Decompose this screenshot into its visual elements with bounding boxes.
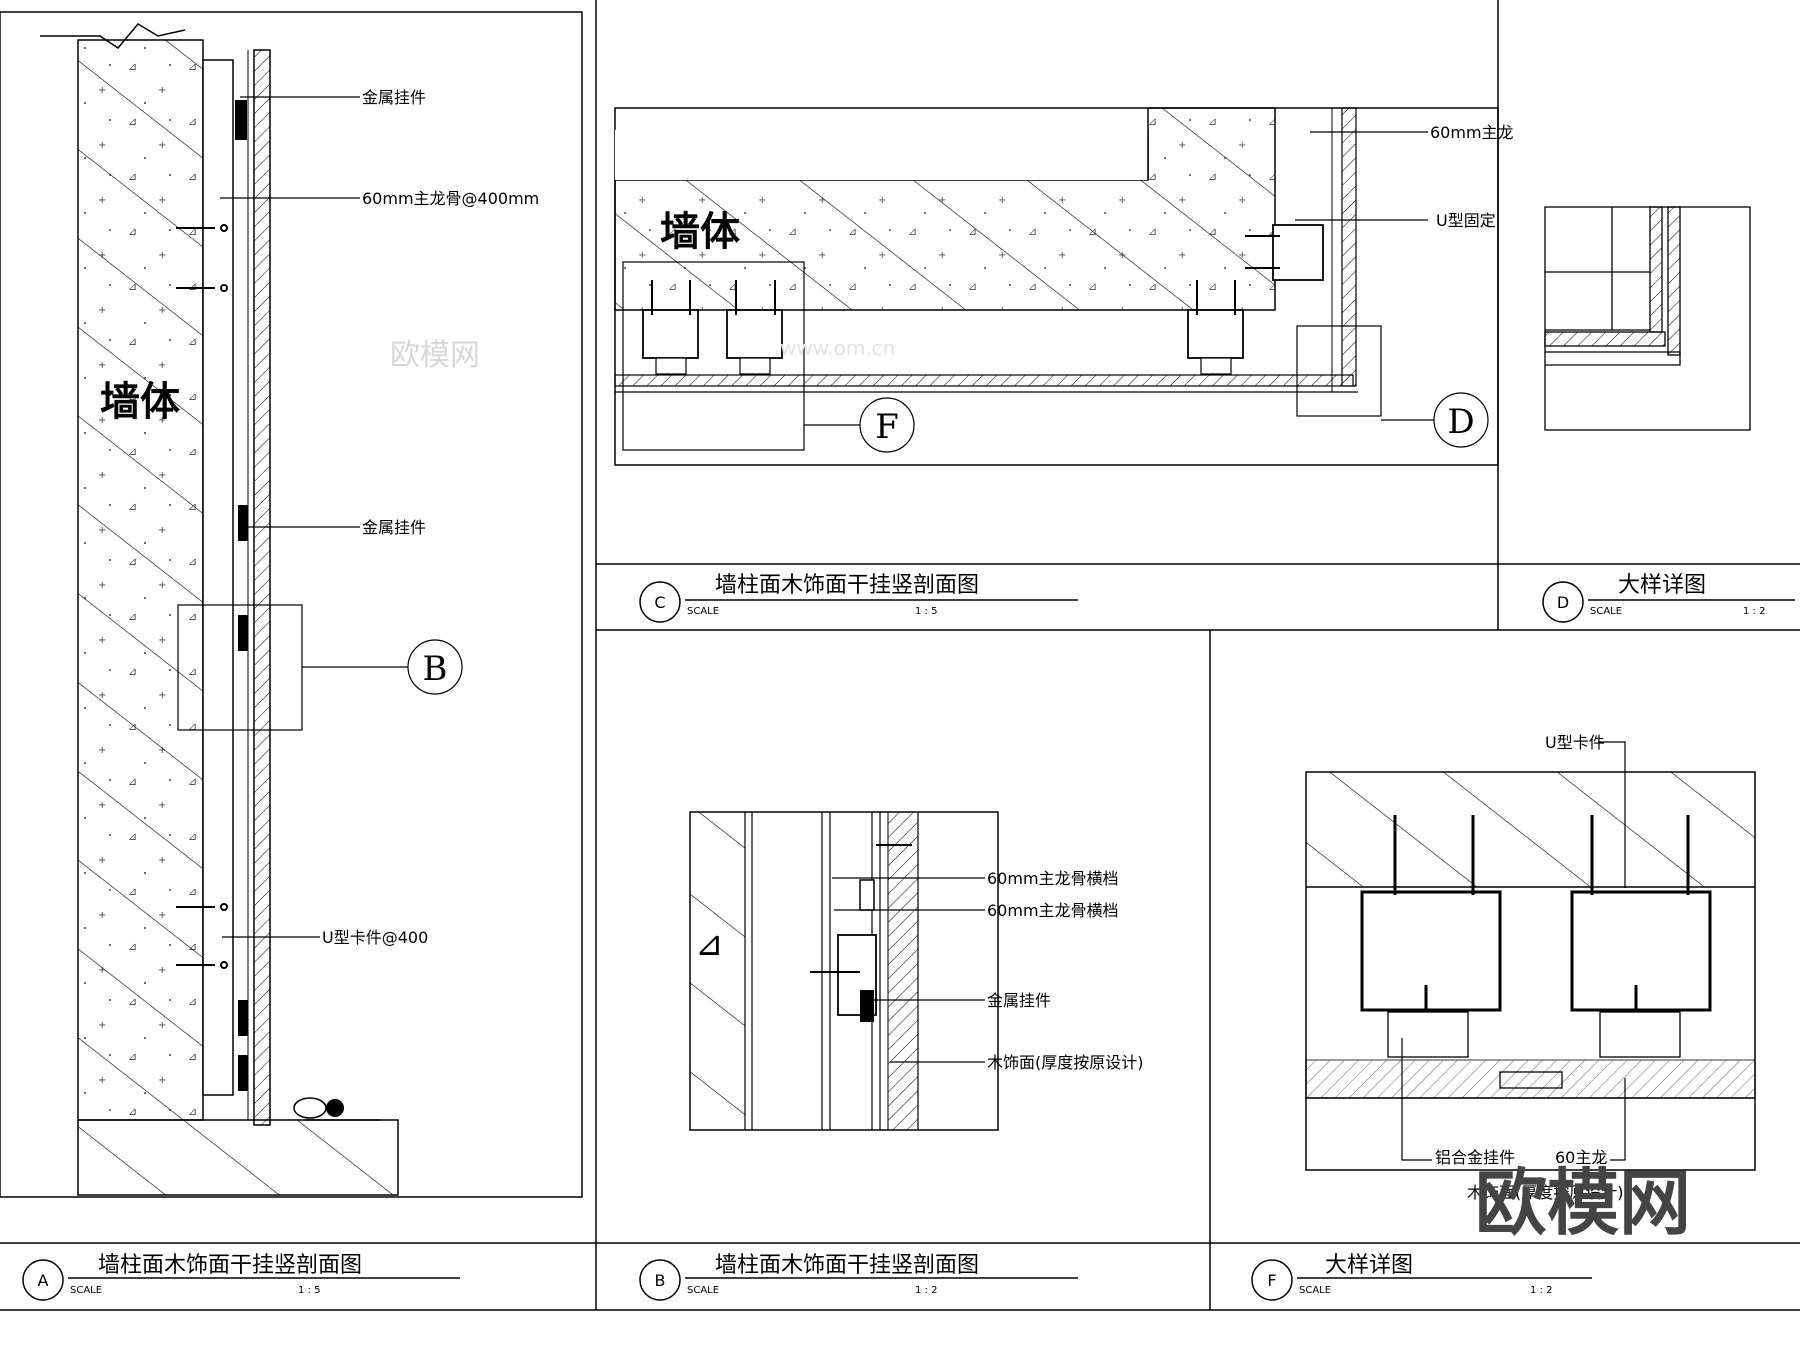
callout-f: F — [875, 407, 899, 447]
scale-word-d: SCALE — [1590, 606, 1622, 617]
metal-hangers-a — [235, 100, 248, 1091]
u-fix-label-c: U型固定 — [1436, 211, 1496, 230]
anchor-bolts-a — [176, 224, 228, 969]
floor-slab — [77, 1119, 399, 1196]
main-keel-label-a: 60mm主龙骨@400mm — [362, 189, 539, 208]
callout-b: B — [423, 649, 448, 689]
leaders-f — [1401, 741, 1626, 1161]
screws-c — [651, 235, 1280, 315]
title-block-a: A 墙柱面木饰面干挂竖剖面图 SCALE 1 : 5 — [22, 1253, 460, 1301]
brand-mark: 欧模网 — [1475, 1161, 1691, 1245]
keel-label-b1: 60mm主龙骨横档 — [987, 869, 1119, 888]
scale-word-b: SCALE — [687, 1285, 719, 1296]
scale-a: 1 : 5 — [298, 1285, 320, 1296]
wall-break-line — [40, 23, 186, 49]
keel-boxes-c — [642, 224, 1324, 359]
scale-b: 1 : 2 — [915, 1285, 937, 1296]
wall-concrete-b — [690, 812, 745, 1130]
title-letter-f: F — [1267, 1271, 1276, 1290]
title-block-c: C 墙柱面木饰面干挂竖剖面图 SCALE 1 : 5 — [639, 573, 1078, 623]
metal-hanger-label-mid: 金属挂件 — [362, 518, 426, 537]
title-letter-d: D — [1557, 593, 1569, 612]
wall-concrete-f — [1306, 772, 1755, 887]
wood-veneer-a — [253, 49, 271, 1126]
title-a: 墙柱面木饰面干挂竖剖面图 — [98, 1253, 362, 1278]
title-block-d: D 大样详图 SCALE 1 : 2 — [1542, 573, 1795, 623]
veneer-c — [614, 107, 1358, 393]
wall-label-c: 墙体 — [660, 209, 740, 255]
title-d: 大样详图 — [1618, 573, 1706, 598]
wood-label-b: 木饰面(厚度按原设计) — [987, 1053, 1144, 1072]
metal-hanger-b — [860, 990, 874, 1022]
alu-label-f: 铝合金挂件 — [1435, 1148, 1515, 1167]
wood-label-f: 木饰面(厚度按原设计) — [1467, 1183, 1624, 1202]
panel-d-detail — [1544, 206, 1751, 431]
title-b: 墙柱面木饰面干挂竖剖面图 — [715, 1253, 979, 1278]
svg-text:⊿: ⊿ — [695, 924, 724, 964]
metal-hanger-label-top: 金属挂件 — [362, 88, 426, 107]
panel-a-section: 墙体 金属挂件 60mm主龙骨@400mm 金属挂件 U型卡件@400 B — [40, 23, 539, 1196]
scale-c: 1 : 5 — [915, 606, 937, 617]
wall-label-a: 墙体 — [100, 379, 180, 425]
scale-word-c: SCALE — [687, 606, 719, 617]
title-letter-c: C — [654, 593, 665, 612]
panel-b-detail: ⊿ 60mm主龙骨横档 60mm主龙骨横档 金属挂件 木饰面(厚度按原设计) — [689, 811, 1144, 1131]
leaders-a — [177, 96, 463, 938]
scale-f: 1 : 2 — [1530, 1285, 1552, 1296]
screws-f — [1393, 815, 1690, 1010]
u-clip-label-f: U型卡件 — [1545, 733, 1605, 752]
watermark-url: www.om.cn — [780, 336, 895, 360]
wood-veneer-b — [887, 811, 919, 1131]
panel-c-section: 墙体 — [614, 107, 1514, 466]
leaders-c — [622, 131, 1489, 453]
keel-label-c: 60mm主龙 — [1430, 123, 1514, 142]
title-c: 墙柱面木饰面干挂竖剖面图 — [715, 573, 979, 598]
watermark-text: 欧模网 — [390, 338, 480, 373]
leaders-b — [832, 877, 985, 1063]
callout-d: D — [1447, 402, 1474, 442]
title-f: 大样详图 — [1325, 1253, 1413, 1278]
title-block-f: F 大样详图 SCALE 1 : 2 — [1251, 1253, 1592, 1301]
scale-word-a: SCALE — [70, 1285, 102, 1296]
title-letter-a: A — [38, 1271, 49, 1290]
u-clip-label-a: U型卡件@400 — [322, 928, 428, 947]
keel-boxes-f — [1360, 890, 1712, 1012]
hanger-label-b: 金属挂件 — [987, 991, 1051, 1010]
title-letter-b: B — [655, 1271, 666, 1290]
title-block-b: B 墙柱面木饰面干挂竖剖面图 SCALE 1 : 2 — [639, 1253, 1078, 1301]
main-keel-a — [202, 59, 234, 1096]
panel-f-detail: U型卡件 铝合金挂件 60主龙 木饰面(厚度按原设计) — [1305, 733, 1756, 1202]
scale-word-f: SCALE — [1299, 1285, 1331, 1296]
scale-d: 1 : 2 — [1743, 606, 1765, 617]
keel-label-b2: 60mm主龙骨横档 — [987, 901, 1119, 920]
keel-label-f: 60主龙 — [1555, 1148, 1607, 1167]
watermarks: 欧模网 www.om.cn 欧模网 — [390, 336, 1691, 1245]
wood-veneer-f — [1305, 1059, 1756, 1099]
